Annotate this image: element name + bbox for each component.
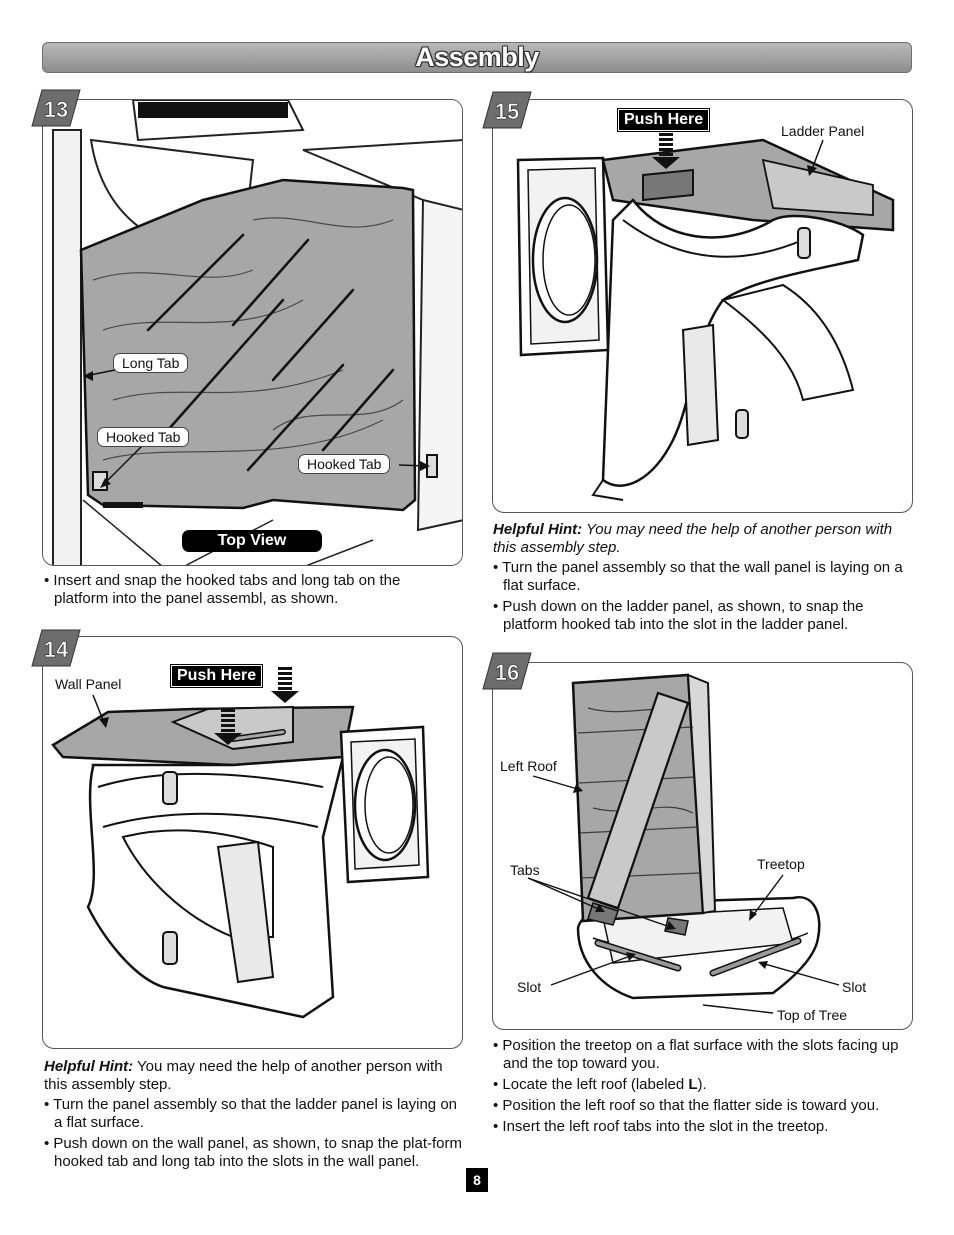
step-16-illustration — [493, 663, 912, 1029]
tabs-label: Tabs — [510, 862, 540, 878]
step-16-panel: Left Roof Tabs Treetop Slot Slot Top of … — [492, 662, 913, 1030]
hooked-tab-right-label: Hooked Tab — [298, 454, 391, 474]
step-13-number: 13 — [44, 97, 68, 122]
push-here-label-14: Push Here — [169, 664, 264, 688]
step-14-instructions: Helpful Hint: You may need the help of a… — [44, 1058, 464, 1174]
top-of-tree-label: Top of Tree — [777, 1007, 848, 1023]
step-14-bullet-1: • Turn the panel assembly so that the la… — [44, 1096, 458, 1131]
long-tab-label: Long Tab — [113, 353, 189, 373]
step-15-panel: Push Here Ladder Panel — [492, 99, 913, 513]
step-16-bullet-1: • Position the treetop on a flat surface… — [493, 1037, 899, 1072]
step-14-number: 14 — [44, 637, 69, 662]
step-14-illustration — [43, 637, 462, 1048]
step-16-instructions: • Position the treetop on a flat surface… — [493, 1037, 913, 1139]
treetop-label: Treetop — [757, 856, 805, 872]
step-15-illustration — [493, 100, 912, 512]
step-13-bullet-1: • Insert and snap the hooked tabs and lo… — [44, 572, 401, 607]
slot-left-label: Slot — [517, 979, 542, 995]
slot-right-label: Slot — [842, 979, 867, 995]
step-16-number: 16 — [495, 660, 519, 685]
push-here-label-15: Push Here — [616, 108, 711, 132]
step-13-illustration — [43, 100, 462, 565]
step-13-badge: 13 — [30, 88, 82, 128]
ladder-panel-label: Ladder Panel — [781, 123, 865, 139]
title-bar: Assembly — [42, 42, 912, 73]
step-16-bullet-2: • Locate the left roof (labeled L). — [493, 1076, 707, 1093]
left-roof-label: Left Roof — [500, 758, 557, 774]
step-15-instructions: Helpful Hint: You may need the help of a… — [493, 521, 913, 637]
top-view-label: Top View — [182, 530, 322, 552]
step-14-bullet-2: • Push down on the wall panel, as shown,… — [44, 1135, 462, 1170]
step-15-bullet-2: • Push down on the ladder panel, as show… — [493, 598, 864, 633]
step-15-number: 15 — [495, 99, 519, 124]
step-16-badge: 16 — [481, 651, 533, 691]
step-14-panel: Wall Panel Push Here — [42, 636, 463, 1049]
step-16-bullet-4: • Insert the left roof tabs into the slo… — [493, 1118, 829, 1135]
step-15-bullet-1: • Turn the panel assembly so that the wa… — [493, 559, 903, 594]
page-number: 8 — [466, 1168, 488, 1192]
step-14-badge: 14 — [30, 628, 82, 668]
hooked-tab-left-label: Hooked Tab — [97, 427, 190, 447]
page-title: Assembly — [415, 42, 539, 72]
step-15-badge: 15 — [481, 90, 533, 130]
step-16-bullet-3: • Position the left roof so that the fla… — [493, 1097, 880, 1114]
wall-panel-label: Wall Panel — [55, 676, 122, 692]
step-13-instructions: • Insert and snap the hooked tabs and lo… — [44, 572, 449, 611]
step-14-hint: Helpful Hint: You may need the help of a… — [44, 1058, 443, 1093]
step-13-panel: Long Tab Hooked Tab Hooked Tab Top View — [42, 99, 463, 566]
step-15-hint: Helpful Hint: You may need the help of a… — [493, 521, 893, 556]
